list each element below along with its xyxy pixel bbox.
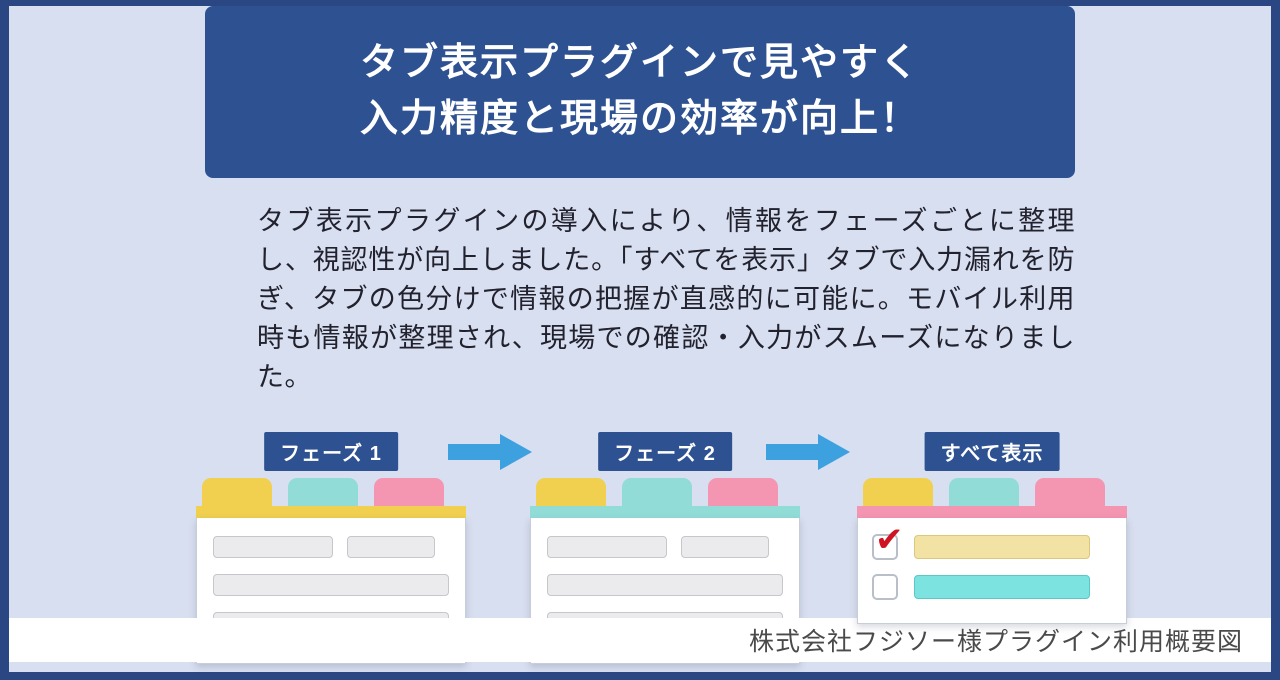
- checkbox-checked: ✔: [872, 523, 904, 560]
- input-field: [681, 536, 769, 558]
- arrow-head: [818, 434, 850, 470]
- input-field-teal: [914, 575, 1090, 599]
- active-tab-bar: [857, 506, 1127, 518]
- step-label-show-all: すべて表示: [924, 432, 1060, 471]
- arrow-right-icon: [766, 434, 850, 470]
- yellow-tab-icon: [536, 478, 606, 506]
- form-row: [213, 536, 449, 558]
- pink-tab-icon: [708, 478, 778, 506]
- checklist-row: ✔: [872, 523, 1110, 560]
- input-field-yellow: [914, 535, 1090, 559]
- form-row: [213, 574, 449, 596]
- teal-tab-icon: [622, 478, 692, 506]
- title-line-2: 入力精度と現場の効率が向上！: [359, 98, 920, 140]
- arrow-right-icon: [448, 434, 532, 470]
- form-row: [547, 536, 783, 558]
- input-field: [547, 574, 783, 596]
- footer: 株式会社フジソー様プラグイン利用概要図: [9, 618, 1271, 662]
- title-banner: タブ表示プラグインで見やすく 入力精度と現場の効率が向上！: [205, 6, 1075, 178]
- tab-row: [196, 478, 466, 506]
- checklist-row: [872, 574, 1110, 600]
- pink-tab-icon: [374, 478, 444, 506]
- arrow-head: [500, 434, 532, 470]
- pink-tab-icon: [1035, 478, 1105, 506]
- checkbox-empty: [872, 574, 898, 600]
- yellow-tab-icon: [863, 478, 933, 506]
- active-tab-bar: [196, 506, 466, 518]
- tab-row: [857, 478, 1127, 506]
- form-body: ✔: [857, 518, 1127, 624]
- step-label-phase2: フェーズ 2: [598, 432, 732, 471]
- description-text: タブ表示プラグインの導入により、情報をフェーズごとに整理し、視認性が向上しました…: [257, 206, 1075, 392]
- footer-caption: 株式会社フジソー様プラグイン利用概要図: [748, 628, 1243, 656]
- canvas: タブ表示プラグインで見やすく 入力精度と現場の効率が向上！ タブ表示プラグインの…: [9, 6, 1271, 672]
- input-field: [547, 536, 667, 558]
- step-label-phase1: フェーズ 1: [264, 432, 398, 471]
- input-field: [347, 536, 435, 558]
- arrow-shaft: [448, 444, 500, 460]
- check-icon: ✔: [875, 521, 904, 559]
- mockup-show-all: ✔: [857, 478, 1127, 624]
- tab-row: [530, 478, 800, 506]
- input-field: [213, 536, 333, 558]
- active-tab-bar: [530, 506, 800, 518]
- title-line-1: タブ表示プラグインで見やすく: [359, 42, 920, 85]
- input-field: [213, 574, 449, 596]
- form-row: [547, 574, 783, 596]
- yellow-tab-icon: [202, 478, 272, 506]
- teal-tab-icon: [949, 478, 1019, 506]
- teal-tab-icon: [288, 478, 358, 506]
- arrow-shaft: [766, 444, 818, 460]
